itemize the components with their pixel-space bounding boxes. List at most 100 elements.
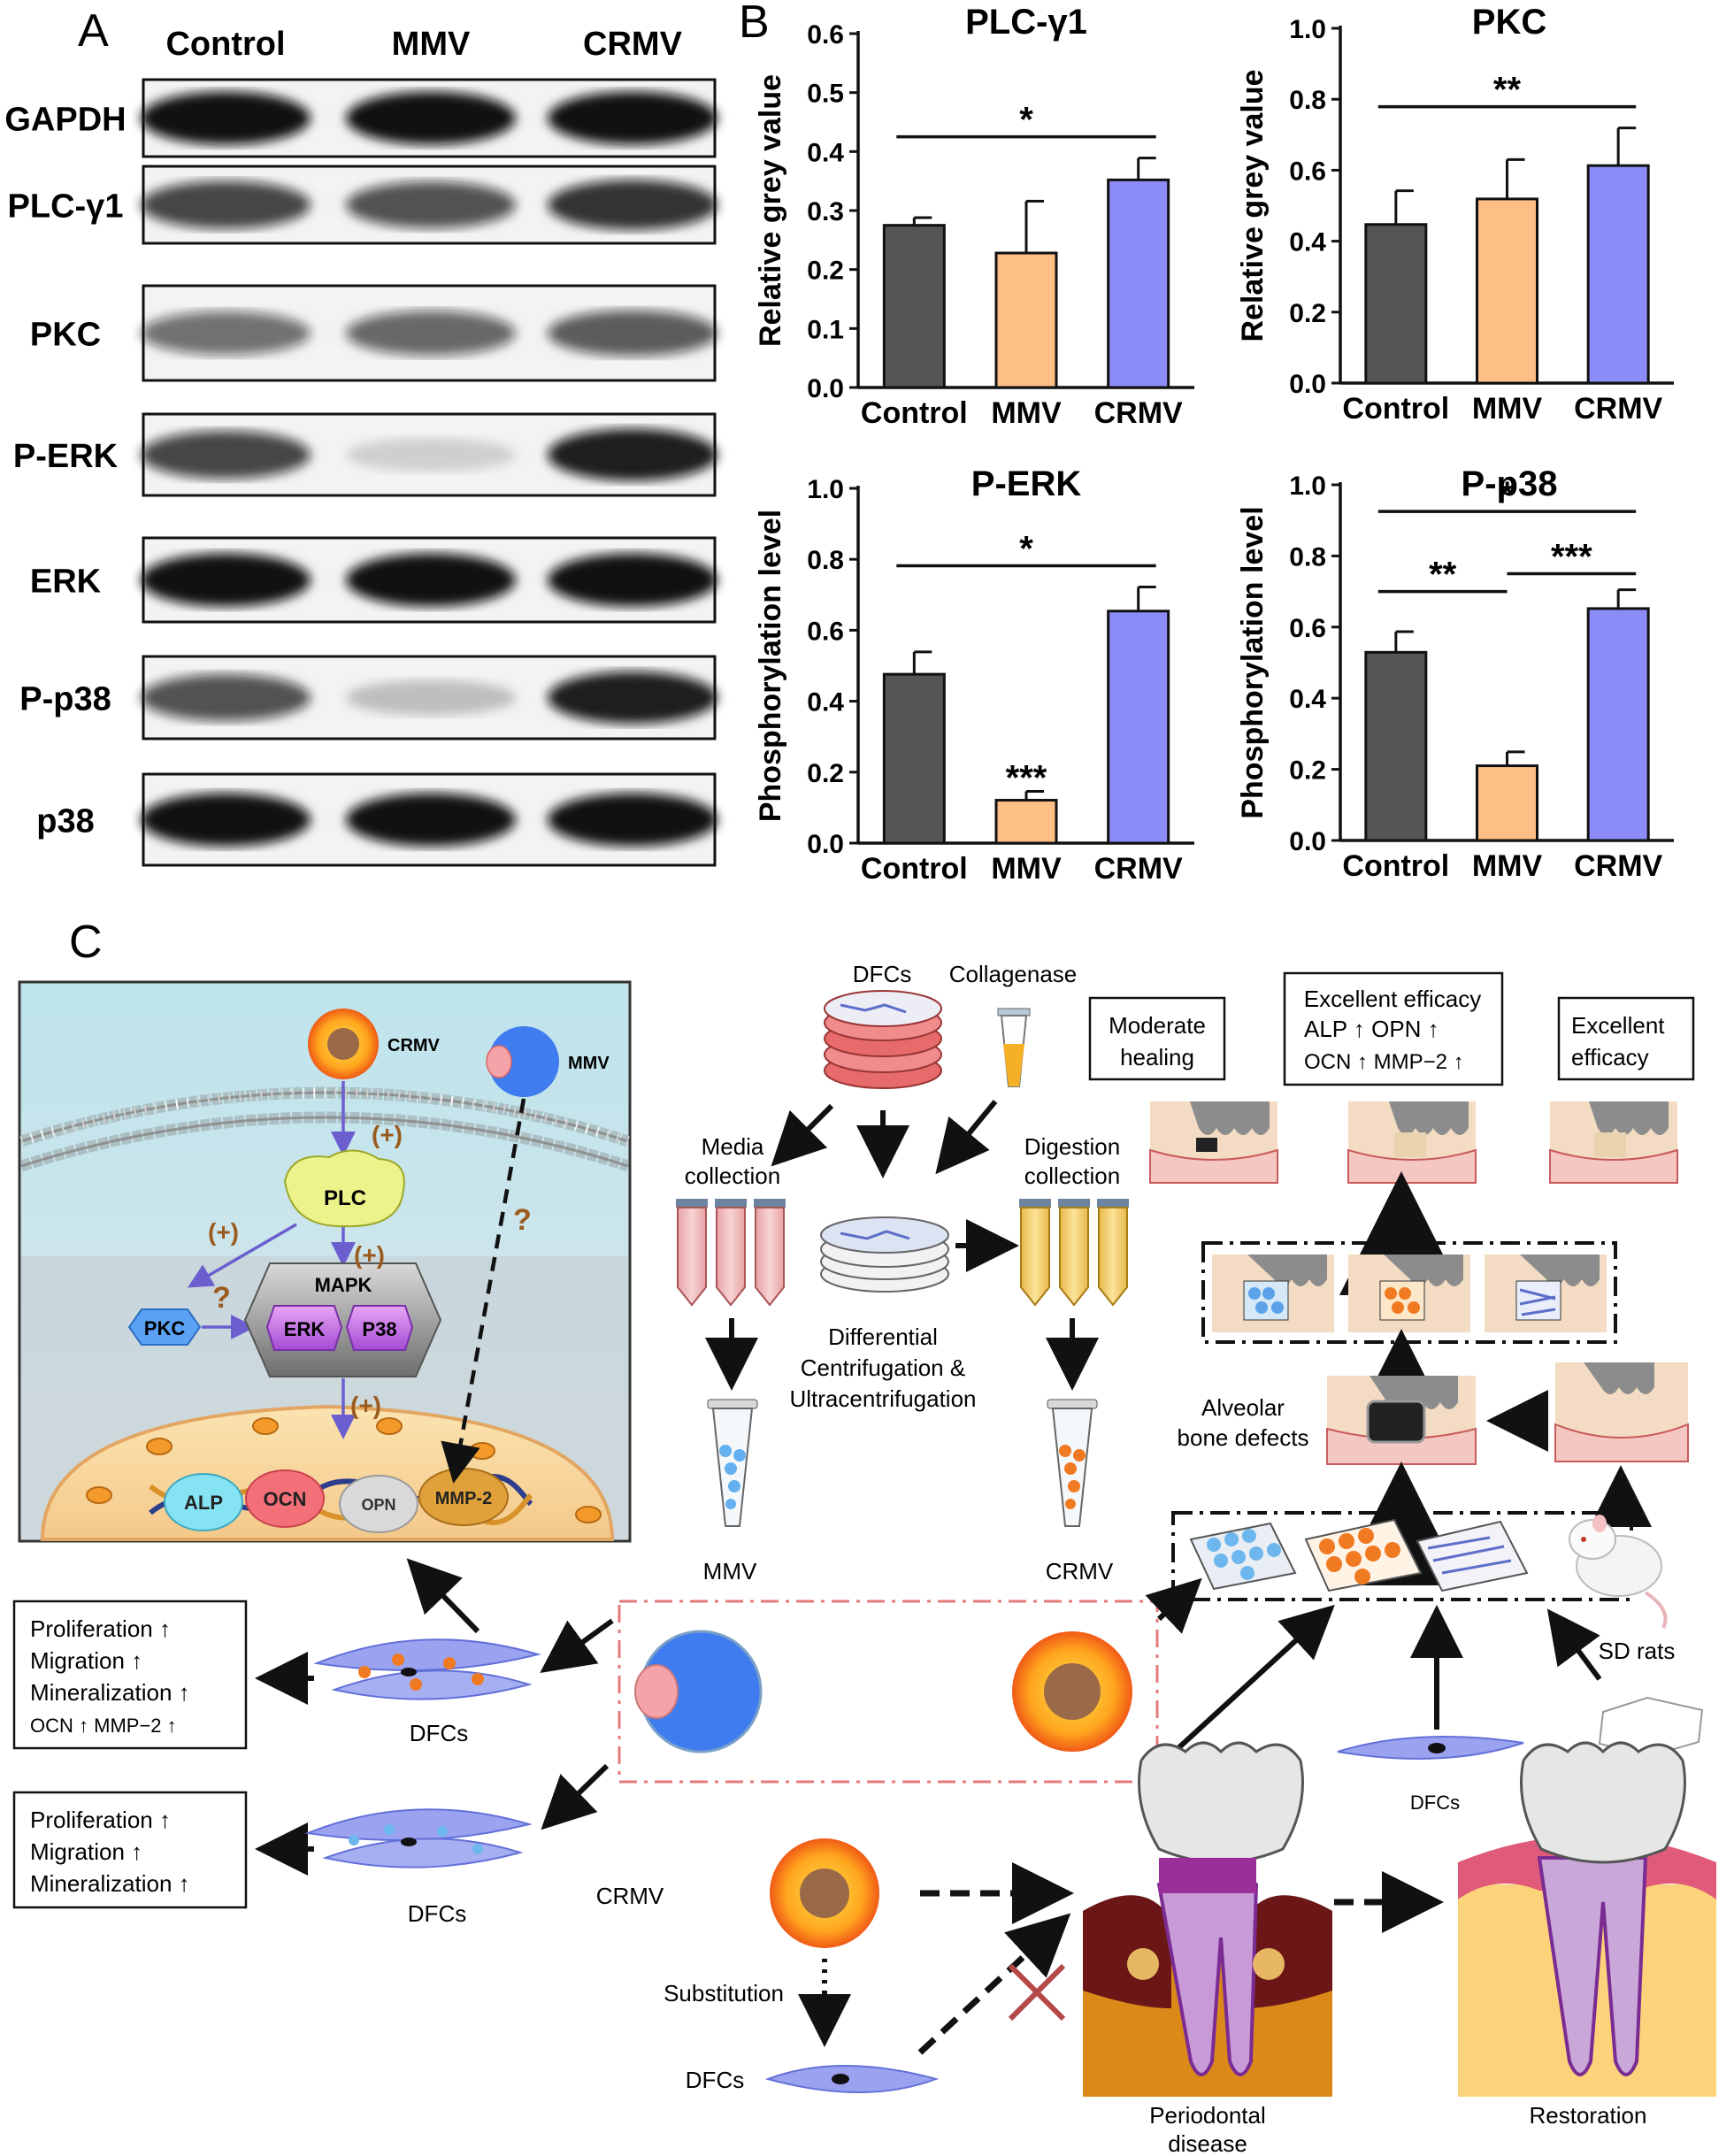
mmv-tube-label: MMV [703, 1558, 757, 1584]
x-tick-label: CRMV [1094, 852, 1183, 886]
mmv-vesicle [488, 1026, 559, 1097]
crmv-tube-label: CRMV [1046, 1558, 1114, 1584]
membrane-bottom [20, 1116, 629, 1168]
cross-mark-icon [1008, 1963, 1066, 2022]
effects-box-2 [12, 1791, 248, 1909]
y-tick-label: 0.4 [807, 138, 844, 167]
y-tick-label: 1.0 [1289, 472, 1326, 501]
mmv-dashed-arrow [441, 1098, 526, 1484]
dfcs-bottom-cluster-label: DFCs [408, 1900, 466, 1927]
dfcs-top-label: DFCs [853, 961, 911, 987]
collagenase-label: Collagenase [949, 961, 1078, 987]
scaffold-mmv [1189, 1522, 1297, 1591]
periodontal-label-1: Periodontal [1149, 2102, 1266, 2129]
pkc-label: PKC [144, 1317, 186, 1339]
bar-mmv [994, 798, 1058, 845]
blot-row-3: PKC [30, 284, 717, 382]
y-tick-label: 0.0 [807, 374, 844, 403]
blot-band [141, 674, 311, 721]
dfc-cluster-top [313, 1638, 541, 1700]
pathway-arrows [187, 1081, 356, 1439]
moderate-line-2: healing [1120, 1044, 1194, 1070]
x-tick-label: CRMV [1094, 396, 1183, 430]
blot-row-5: ERK [30, 536, 717, 624]
blot-band [548, 180, 717, 230]
blot-row-7: p38 [36, 772, 717, 867]
gene-alp [164, 1473, 243, 1531]
chart-title: PLC-γ1 [965, 3, 1087, 42]
media-tubes [676, 1199, 786, 1307]
sd-rats-label: SD rats [1599, 1638, 1676, 1664]
centrifugation-label-3: Ultracentrifugation [790, 1385, 977, 1412]
blot-label: PKC [30, 317, 101, 354]
plc-label: PLC [324, 1186, 366, 1210]
blot-band [548, 428, 717, 481]
y-tick-label: 0.1 [807, 315, 844, 344]
y-tick-label: 0.0 [1289, 827, 1326, 856]
bar-control [882, 672, 946, 845]
gene-mmp2-label: MMP-2 [435, 1489, 492, 1508]
column-header-mmv: MMV [392, 26, 471, 63]
y-tick-label: 0.4 [807, 688, 844, 717]
y-tick-label: 0.0 [807, 830, 844, 859]
gene-opn-label: OPN [361, 1496, 395, 1514]
excellent-box [1557, 996, 1695, 1081]
western-column-headers: Control MMV CRMV [165, 26, 682, 63]
significance-label: * [1019, 529, 1033, 568]
blot-band [141, 311, 311, 356]
excellent-markers-line-3: OCN ↑ MMP−2 ↑ [1304, 1050, 1464, 1074]
panel-label-a: A [78, 5, 109, 57]
p38-protein [345, 1305, 414, 1351]
y-axis-label: Phosphorylation level [1236, 506, 1270, 818]
blot-row-6: P-p38 [19, 655, 717, 740]
plus-2: (+) [354, 1241, 385, 1269]
panel-label-b: B [739, 0, 770, 48]
bar-mmv [994, 251, 1058, 389]
plus-3: (+) [208, 1218, 239, 1246]
jaw-result-3 [1549, 1101, 1678, 1184]
alveolar-label-2: bone defects [1178, 1424, 1309, 1451]
plus-4: (+) [350, 1392, 381, 1419]
media-collection-label-2: collection [685, 1162, 780, 1189]
y-tick-label: 0.2 [1289, 299, 1326, 328]
jaw-healthy [1554, 1362, 1689, 1462]
rat [1569, 1515, 1668, 1629]
bar-crmv [1107, 610, 1170, 845]
effects-1-line-4: OCN ↑ MMP−2 ↑ [30, 1715, 177, 1737]
chart-title: P-p38 [1462, 464, 1558, 503]
plc-protein [283, 1149, 405, 1228]
mechanism-diagram: ALP OCN OPN MMP-2 CRMV MMV PLC PKC [18, 980, 632, 1543]
blot-band [141, 91, 311, 145]
bar-control [1364, 223, 1428, 385]
x-tick-label: Control [1342, 392, 1449, 426]
y-tick-label: 0.2 [807, 759, 844, 788]
excellent-markers-box [1283, 971, 1504, 1086]
blot-band [141, 793, 311, 847]
blot-label: P-ERK [13, 438, 119, 475]
bar-crmv [1107, 178, 1170, 389]
vesicle-comparison: DFCs DFCs Proliferation ↑ Migration ↑ Mi… [12, 1558, 1335, 1927]
crmv-vesicle-label: CRMV [387, 1036, 441, 1055]
restoration-label: Restoration [1530, 2102, 1647, 2129]
centrifugation-label-1: Differential [828, 1324, 938, 1350]
jaw-defect [1326, 1376, 1477, 1465]
centrifugation-label-2: Centrifugation & [801, 1354, 965, 1381]
excellent-markers-line-1: Excellent efficacy [1304, 986, 1481, 1012]
y-tick-label: 0.4 [1289, 685, 1326, 714]
blot-band [141, 553, 311, 607]
y-tick-label: 0.6 [807, 20, 844, 50]
y-tick-label: 0.8 [1289, 86, 1326, 115]
substitution-label: Substitution [664, 1980, 784, 2006]
blot-row-1: GAPDH [4, 78, 717, 158]
y-axis-label: Relative grey value [754, 74, 787, 347]
vesicle-box [618, 1600, 1159, 1784]
gene-alp-label: ALP [184, 1492, 223, 1514]
culture-dish-stack [824, 990, 942, 1089]
x-tick-label: MMV [991, 396, 1062, 430]
digestion-collection-label-1: Digestion [1024, 1133, 1120, 1160]
blot-band [346, 679, 516, 716]
